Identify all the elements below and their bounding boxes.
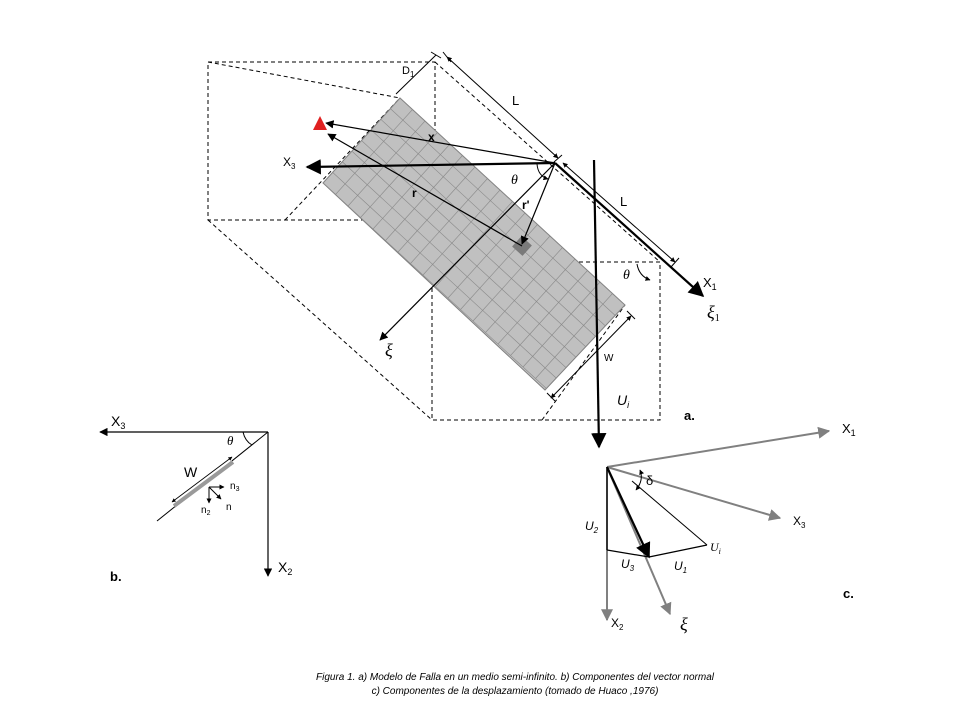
l-tick-3: [670, 257, 680, 268]
x3-axis-c: [606, 466, 782, 521]
label-n: n: [226, 502, 232, 513]
panel-c: X1 X3 X2 ξ δ U2 U3 U1 Ui c.: [585, 421, 856, 634]
label-u3: U3: [621, 557, 635, 573]
w-tick-2: [546, 392, 556, 402]
u1-component-line: [648, 544, 708, 558]
label-n3: n3: [230, 481, 240, 493]
label-xi1: ξ1: [707, 302, 720, 324]
ui-vector-c: [606, 466, 651, 559]
label-panel-a: a.: [684, 408, 695, 423]
station-triangle-marker: [313, 116, 327, 130]
label-x3-b: X3: [111, 413, 125, 431]
ui-displacement-arrow: [591, 159, 607, 449]
caption-line-2: c) Componentes de la desplazamiento (tom…: [372, 686, 659, 697]
u3-component-line: [606, 549, 650, 558]
x1-axis-arrow: [554, 162, 705, 298]
label-x2-b: X2: [278, 559, 292, 577]
xi-axis-arrow: [379, 162, 556, 341]
theta-arc-upper: [536, 163, 549, 181]
label-n2: n2: [201, 505, 211, 517]
label-w-a: W: [604, 353, 614, 364]
label-ui-c: Ui: [710, 540, 721, 556]
label-d1: D1: [402, 65, 415, 79]
w-dimension-line: [550, 315, 632, 399]
label-x1-a: X1: [703, 275, 717, 292]
label-r: r: [412, 186, 417, 200]
grid-line: [380, 119, 606, 327]
label-w-b: W: [184, 464, 198, 480]
label-panel-c: c.: [843, 586, 854, 601]
d1-dimension-line: [395, 54, 437, 95]
grid-line: [323, 182, 549, 390]
label-xi-a: ξ: [385, 340, 393, 360]
label-u2: U2: [585, 519, 599, 535]
label-x3-a: X3: [283, 155, 296, 171]
l-dimension-top: [446, 56, 559, 159]
label-delta: δ: [646, 473, 653, 488]
delta-arc: [635, 469, 644, 491]
label-r-prime: r': [522, 198, 530, 212]
x1-axis-c: [606, 426, 831, 468]
label-l-top: L: [512, 93, 519, 108]
d1-tick: [430, 51, 442, 59]
fault-trace-b: [172, 460, 235, 508]
l-tick-1: [442, 51, 452, 63]
label-x: x: [428, 130, 435, 144]
grid-line: [399, 98, 625, 306]
ui-to-x3-line: [631, 480, 708, 546]
label-l-mid: L: [620, 194, 627, 209]
theta-arc-b: [242, 431, 253, 446]
panel-a: D1 L L X1 ξ1 X3 x r r' ξ θ θ: [207, 51, 720, 449]
label-theta-upper: θ: [511, 173, 518, 188]
r-prime-vector-arrow: [520, 162, 556, 245]
label-x1-c: X1: [842, 421, 856, 438]
label-ui-a: Ui: [617, 392, 630, 410]
theta-arc-lower: [636, 263, 651, 281]
label-x2-c: X2: [611, 616, 624, 632]
label-theta-lower: θ: [623, 268, 630, 283]
w-tick-1: [626, 310, 636, 320]
grid-line: [390, 108, 616, 316]
label-u1: U1: [674, 559, 687, 575]
label-xi-c: ξ: [680, 614, 688, 634]
grid-line: [342, 161, 568, 369]
figure-caption: Figura 1. a) Modelo de Falla en un medio…: [316, 672, 715, 697]
label-theta-b: θ: [227, 433, 234, 448]
label-x3-c: X3: [793, 514, 806, 530]
x-vector-arrow: [325, 120, 556, 164]
w-dimension-b: [171, 456, 233, 503]
l-tick-2: [553, 154, 563, 163]
panel-b: X3 X2 W θ n3 n2 n b.: [99, 413, 292, 584]
n-arrow: [208, 486, 222, 500]
r-vector-arrow: [327, 133, 523, 247]
label-panel-b: b.: [110, 569, 122, 584]
l-dimension-bottom: [562, 162, 676, 263]
caption-line-1: Figura 1. a) Modelo de Falla en un medio…: [316, 672, 715, 683]
x3-axis-arrow: [305, 159, 556, 175]
grid-line: [332, 172, 558, 380]
